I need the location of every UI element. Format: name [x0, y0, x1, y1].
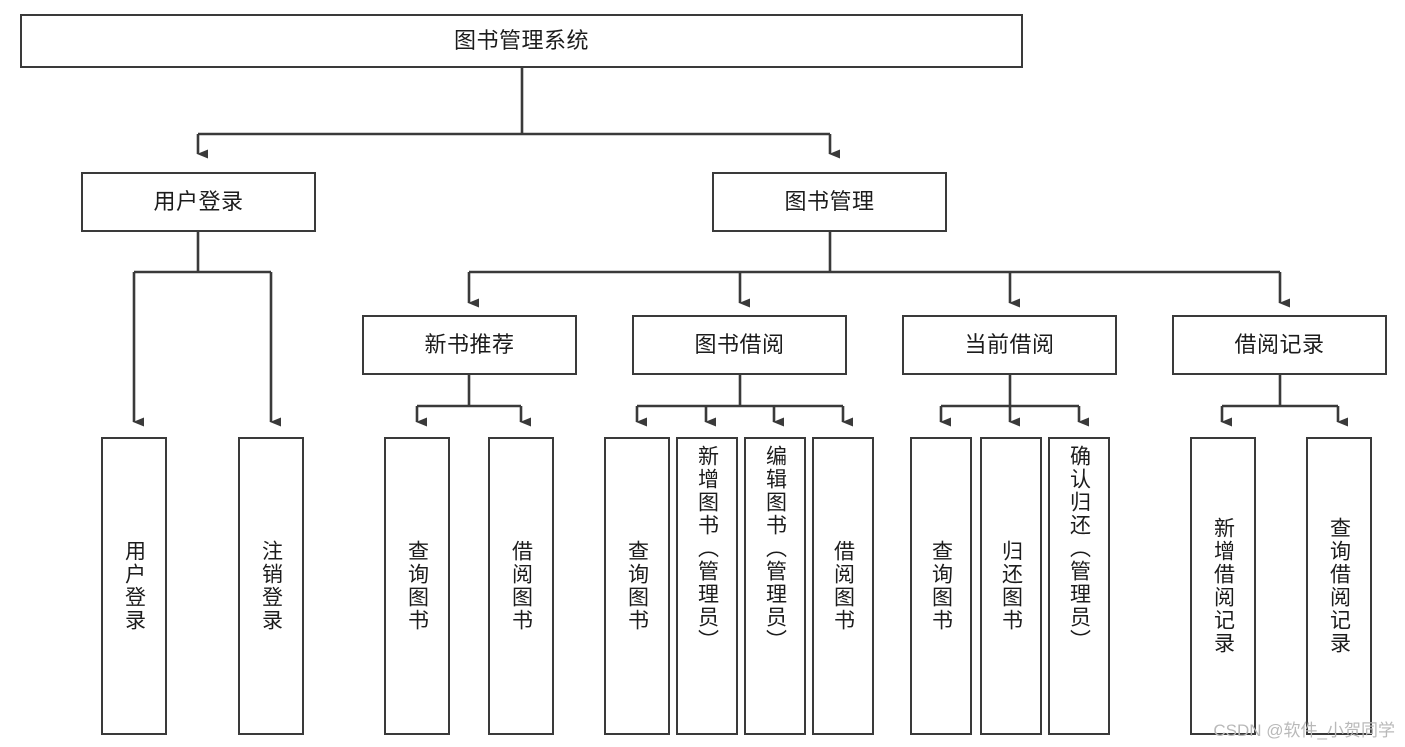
node-root[interactable]: 图书管理系统: [20, 14, 1023, 68]
node-current-borrow-label: 当前借阅: [964, 332, 1055, 358]
node-leaf-query-book-3-label: 查询图书: [929, 540, 953, 632]
node-user-login-label: 用户登录: [153, 189, 244, 215]
node-leaf-return-book[interactable]: 归还图书: [980, 437, 1042, 735]
node-leaf-query-record[interactable]: 查询借阅记录: [1306, 437, 1372, 735]
node-leaf-logout-login[interactable]: 注销登录: [238, 437, 304, 735]
node-leaf-query-book-1-label: 查询图书: [405, 540, 429, 632]
node-leaf-query-record-label: 查询借阅记录: [1327, 517, 1351, 655]
node-root-label: 图书管理系统: [453, 28, 589, 54]
node-leaf-user-login[interactable]: 用户登录: [101, 437, 167, 735]
node-leaf-query-book-2-label: 查询图书: [625, 540, 649, 632]
node-leaf-borrow-book-2-label: 借阅图书: [831, 540, 855, 632]
node-leaf-borrow-book-1[interactable]: 借阅图书: [488, 437, 554, 735]
node-leaf-confirm-return[interactable]: 确认归还（管理员）: [1048, 437, 1110, 735]
node-new-book-rec-label: 新书推荐: [424, 332, 515, 358]
node-book-manage[interactable]: 图书管理: [712, 172, 947, 232]
node-leaf-add-book[interactable]: 新增图书（管理员）: [676, 437, 738, 735]
csdn-watermark: CSDN @软件_小贺同学: [1213, 721, 1395, 740]
node-borrow-record-label: 借阅记录: [1234, 332, 1325, 358]
node-leaf-add-record-label: 新增借阅记录: [1211, 517, 1235, 655]
node-leaf-logout-login-label: 注销登录: [259, 540, 283, 632]
node-book-manage-label: 图书管理: [784, 189, 875, 215]
node-new-book-rec[interactable]: 新书推荐: [362, 315, 577, 375]
node-leaf-add-book-label: 新增图书（管理员）: [695, 445, 719, 652]
node-leaf-edit-book-label: 编辑图书（管理员）: [763, 445, 787, 652]
node-current-borrow[interactable]: 当前借阅: [902, 315, 1117, 375]
node-leaf-query-book-3[interactable]: 查询图书: [910, 437, 972, 735]
node-leaf-borrow-book-1-label: 借阅图书: [509, 540, 533, 632]
node-leaf-add-record[interactable]: 新增借阅记录: [1190, 437, 1256, 735]
node-user-login[interactable]: 用户登录: [81, 172, 316, 232]
node-book-borrow[interactable]: 图书借阅: [632, 315, 847, 375]
node-leaf-borrow-book-2[interactable]: 借阅图书: [812, 437, 874, 735]
node-book-borrow-label: 图书借阅: [694, 332, 785, 358]
node-leaf-edit-book[interactable]: 编辑图书（管理员）: [744, 437, 806, 735]
node-leaf-confirm-return-label: 确认归还（管理员）: [1067, 445, 1091, 652]
node-leaf-query-book-1[interactable]: 查询图书: [384, 437, 450, 735]
node-borrow-record[interactable]: 借阅记录: [1172, 315, 1387, 375]
node-leaf-query-book-2[interactable]: 查询图书: [604, 437, 670, 735]
node-leaf-user-login-label: 用户登录: [122, 540, 146, 632]
node-leaf-return-book-label: 归还图书: [999, 540, 1023, 632]
